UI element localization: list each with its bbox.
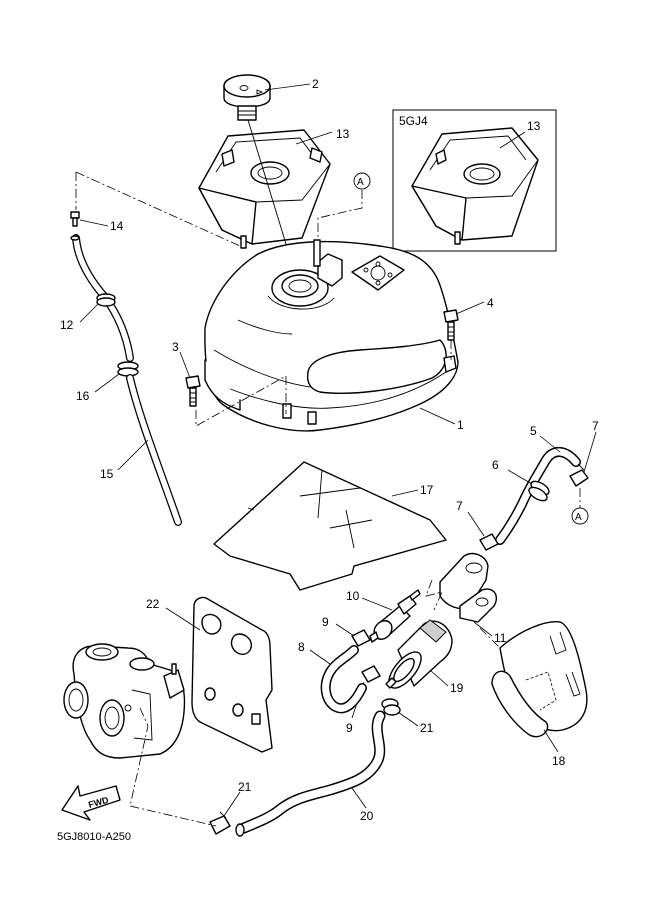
callout-3: 3 — [172, 340, 179, 354]
callout-9-upper: 9 — [322, 615, 329, 629]
fwd-arrow-icon: FWD — [61, 785, 121, 821]
callout-6: 6 — [492, 458, 499, 472]
fuel-cap — [223, 74, 271, 121]
callout-7-lower: 7 — [456, 499, 463, 513]
callout-1: 1 — [457, 418, 464, 432]
callout-17: 17 — [420, 483, 434, 497]
clip-7-lower — [479, 533, 499, 551]
clip-9-lower — [361, 665, 381, 683]
fuel-hose-20 — [235, 710, 386, 837]
clip-21-upper — [381, 698, 401, 716]
ref-a-top: A — [357, 177, 364, 188]
bracket-11 — [439, 552, 498, 623]
bolt-4 — [443, 309, 459, 341]
callout-2: 2 — [312, 77, 319, 91]
drain-hose-15 — [126, 374, 182, 526]
callout-13-inset: 13 — [527, 119, 541, 133]
clip-12 — [96, 293, 116, 307]
plate-22 — [191, 596, 273, 753]
callout-7-upper: 7 — [592, 419, 599, 433]
fuel-hose-8 — [320, 645, 367, 714]
bolt-3 — [185, 375, 201, 407]
callout-9-lower: 9 — [346, 721, 353, 735]
fuel-filter-10 — [369, 589, 421, 643]
callout-22: 22 — [146, 597, 160, 611]
callout-18: 18 — [552, 754, 566, 768]
callout-10: 10 — [346, 589, 360, 603]
fuel-pump-19 — [385, 619, 453, 689]
clip-16 — [117, 361, 139, 377]
clip-7-upper — [569, 463, 589, 487]
callout-12: 12 — [60, 318, 74, 332]
callout-19: 19 — [450, 681, 464, 695]
callout-16: 16 — [76, 389, 90, 403]
hose-5 — [495, 447, 581, 545]
clip-9-upper — [351, 629, 371, 647]
fuel-tank — [204, 239, 459, 432]
throttle-body-reference — [63, 643, 186, 759]
drawing-code: 5GJ8010-A250 — [57, 831, 131, 843]
tank-cover-inset — [411, 127, 539, 245]
hose-fitting-14 — [70, 211, 80, 227]
callout-4: 4 — [487, 296, 494, 310]
callout-8: 8 — [298, 640, 305, 654]
callout-21-upper: 21 — [420, 721, 434, 735]
ref-a-right: A — [575, 512, 582, 523]
clip-6 — [528, 480, 550, 502]
callout-11: 11 — [494, 631, 507, 645]
pump-case-18 — [491, 621, 588, 738]
callout-21-lower: 21 — [238, 780, 252, 794]
clip-21-lower — [209, 811, 231, 835]
callout-5: 5 — [530, 424, 537, 438]
tank-cover — [198, 129, 331, 249]
callout-14: 14 — [110, 219, 124, 233]
inset-box-5gj4: 5GJ4 13 — [392, 109, 557, 252]
callout-15: 15 — [100, 467, 114, 481]
callout-20: 20 — [360, 809, 374, 823]
inset-label: 5GJ4 — [399, 114, 428, 128]
tank-pad-17 — [213, 461, 447, 591]
callout-13: 13 — [336, 127, 350, 141]
